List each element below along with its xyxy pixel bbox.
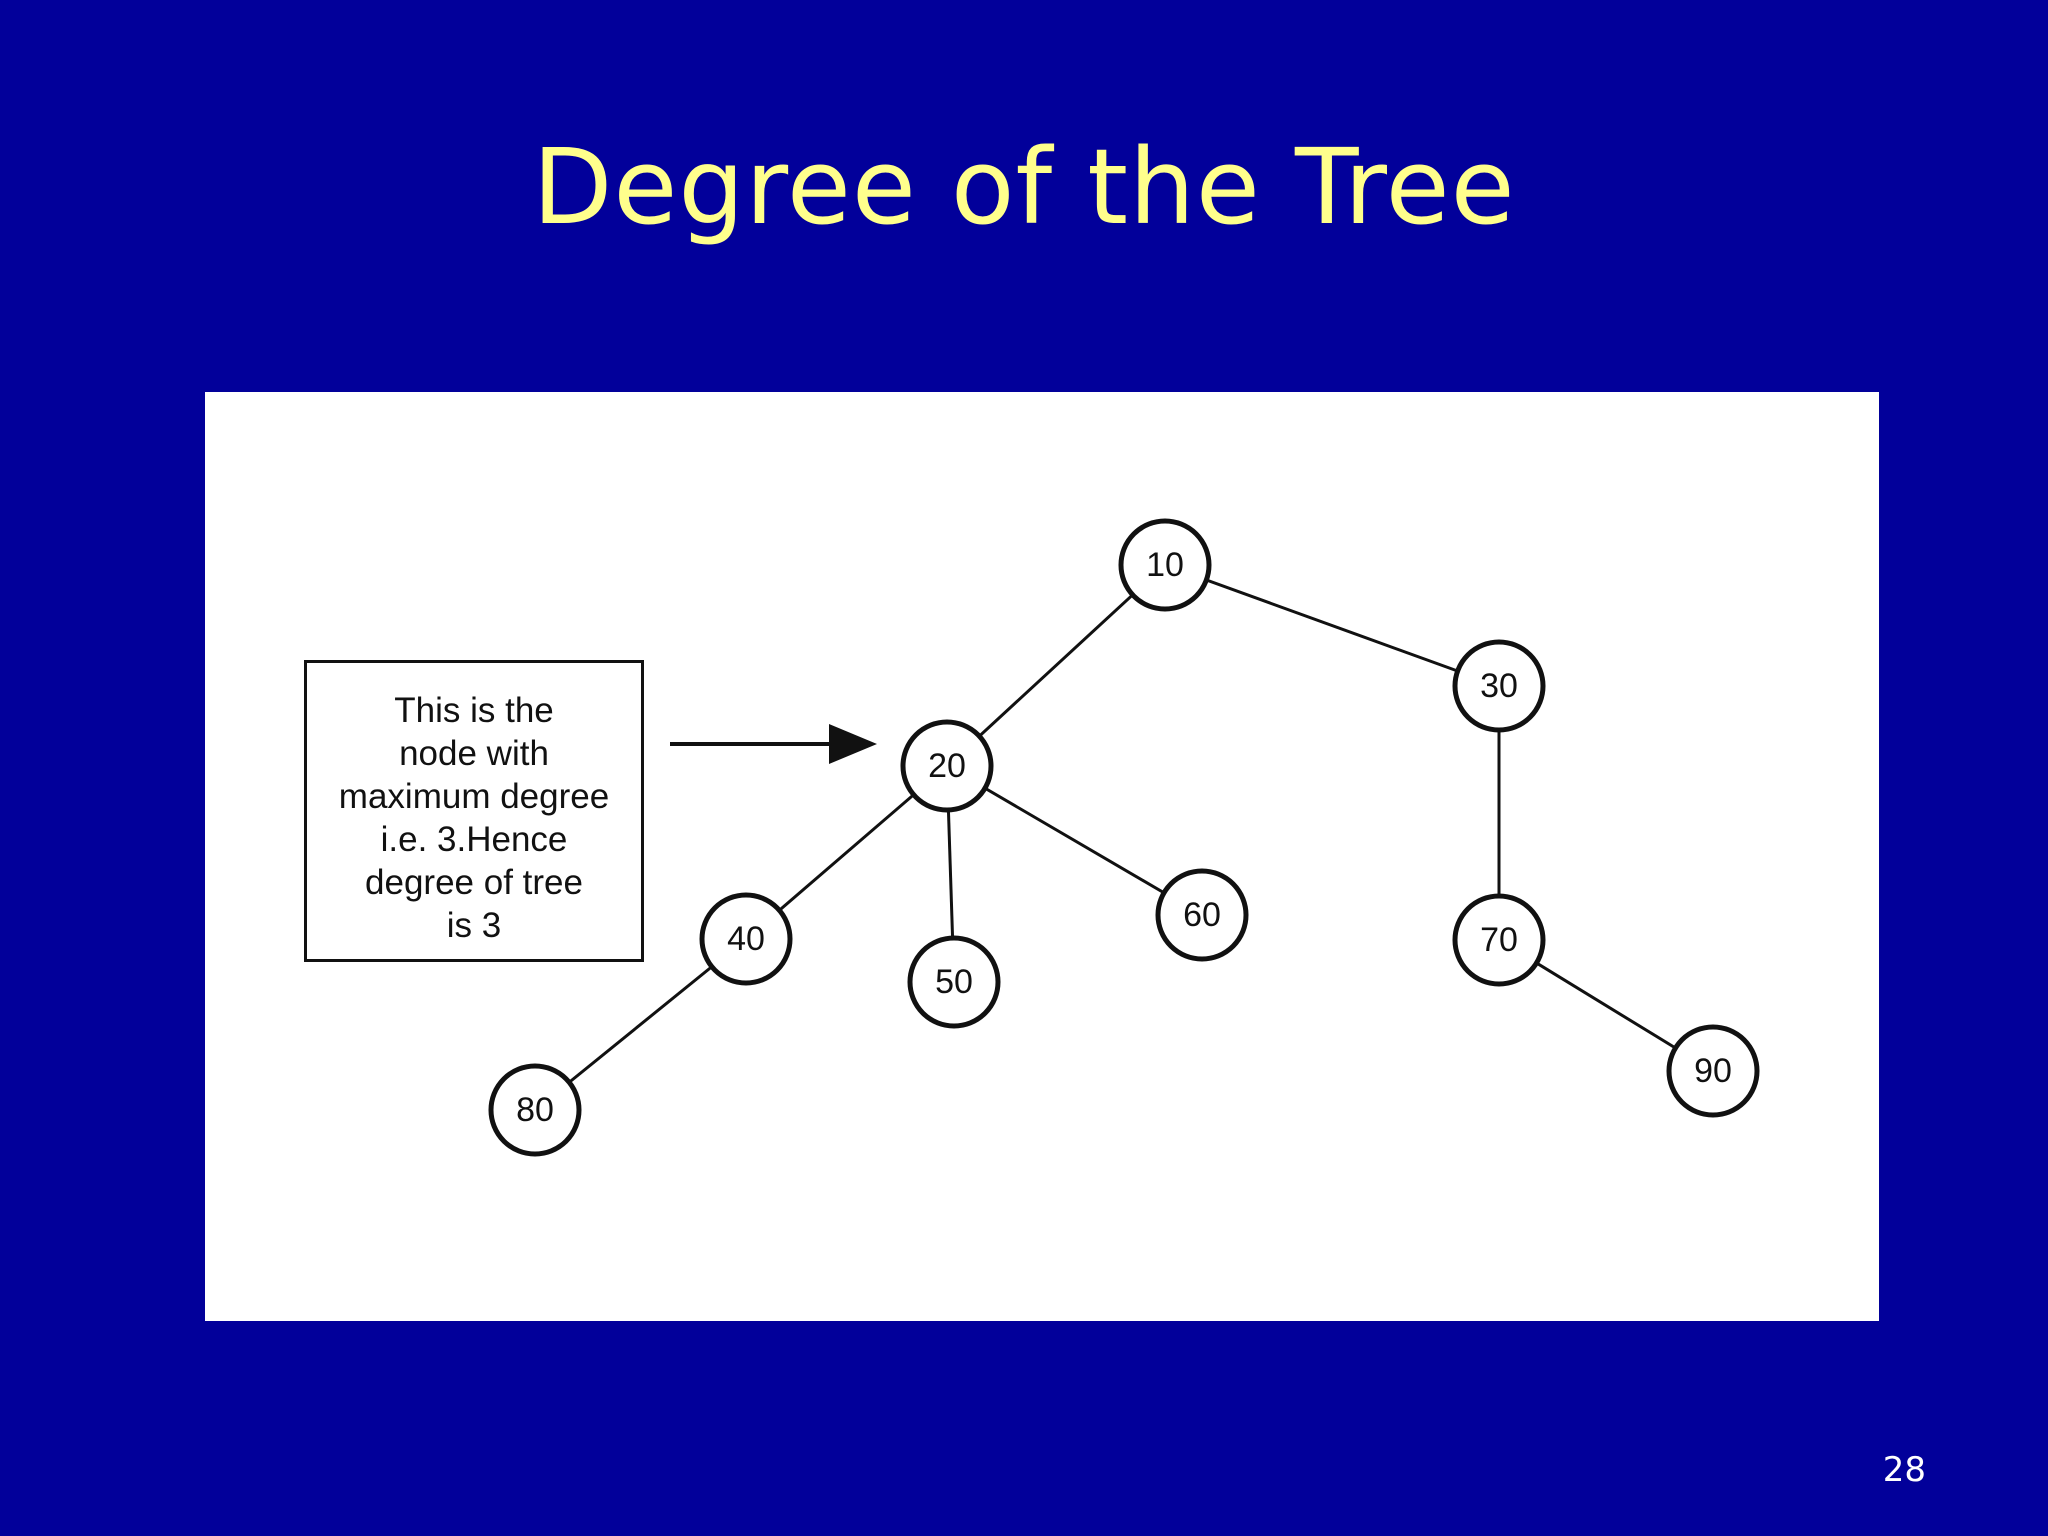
tree-node-20: 20 — [900, 719, 994, 813]
tree-diagram-svg: 10 20 30 40 50 60 70 80 90 — [488, 518, 1760, 1157]
tree-diagram: 10 20 30 40 50 60 70 80 90 This is the node with… — [205, 392, 1879, 1321]
tree-node-circle — [1452, 893, 1546, 987]
tree-node-label: 60 — [1183, 896, 1221, 934]
slide-title: Degree of the Tree — [532, 126, 1516, 248]
tree-node-label: 50 — [935, 963, 973, 1001]
tree-node-label: 70 — [1480, 921, 1518, 959]
callout-box: This is the node with maximum degree i.e… — [304, 660, 644, 962]
tree-node-circle — [1666, 1024, 1760, 1118]
tree-node-label: 20 — [928, 747, 966, 785]
tree-node-70: 70 — [1452, 893, 1546, 987]
tree-node-label: 90 — [1694, 1052, 1732, 1090]
tree-node-90: 90 — [1666, 1024, 1760, 1118]
tree-node-circle — [488, 1063, 582, 1157]
tree-edge — [1164, 563, 1500, 688]
tree-node-label: 80 — [516, 1091, 554, 1129]
tree-node-circle — [699, 892, 793, 986]
tree-node-80: 80 — [488, 1063, 582, 1157]
page-number: 28 — [1882, 1450, 1926, 1490]
tree-node-circle — [907, 935, 1001, 1029]
tree-node-label: 40 — [727, 920, 765, 958]
tree-node-10: 10 — [1118, 518, 1212, 612]
tree-edge — [945, 563, 1167, 768]
tree-node-label: 30 — [1480, 667, 1518, 705]
tree-node-circle — [900, 719, 994, 813]
tree-node-40: 40 — [699, 892, 793, 986]
tree-edge — [946, 764, 1203, 917]
tree-node-circle — [1155, 868, 1249, 962]
tree-node-circle — [1452, 639, 1546, 733]
tree-node-60: 60 — [1155, 868, 1249, 962]
tree-node-30: 30 — [1452, 639, 1546, 733]
tree-node-50: 50 — [907, 935, 1001, 1029]
callout-text: This is the node with maximum degree i.e… — [338, 691, 610, 945]
tree-node-circle — [1118, 518, 1212, 612]
tree-node-label: 10 — [1146, 546, 1184, 584]
